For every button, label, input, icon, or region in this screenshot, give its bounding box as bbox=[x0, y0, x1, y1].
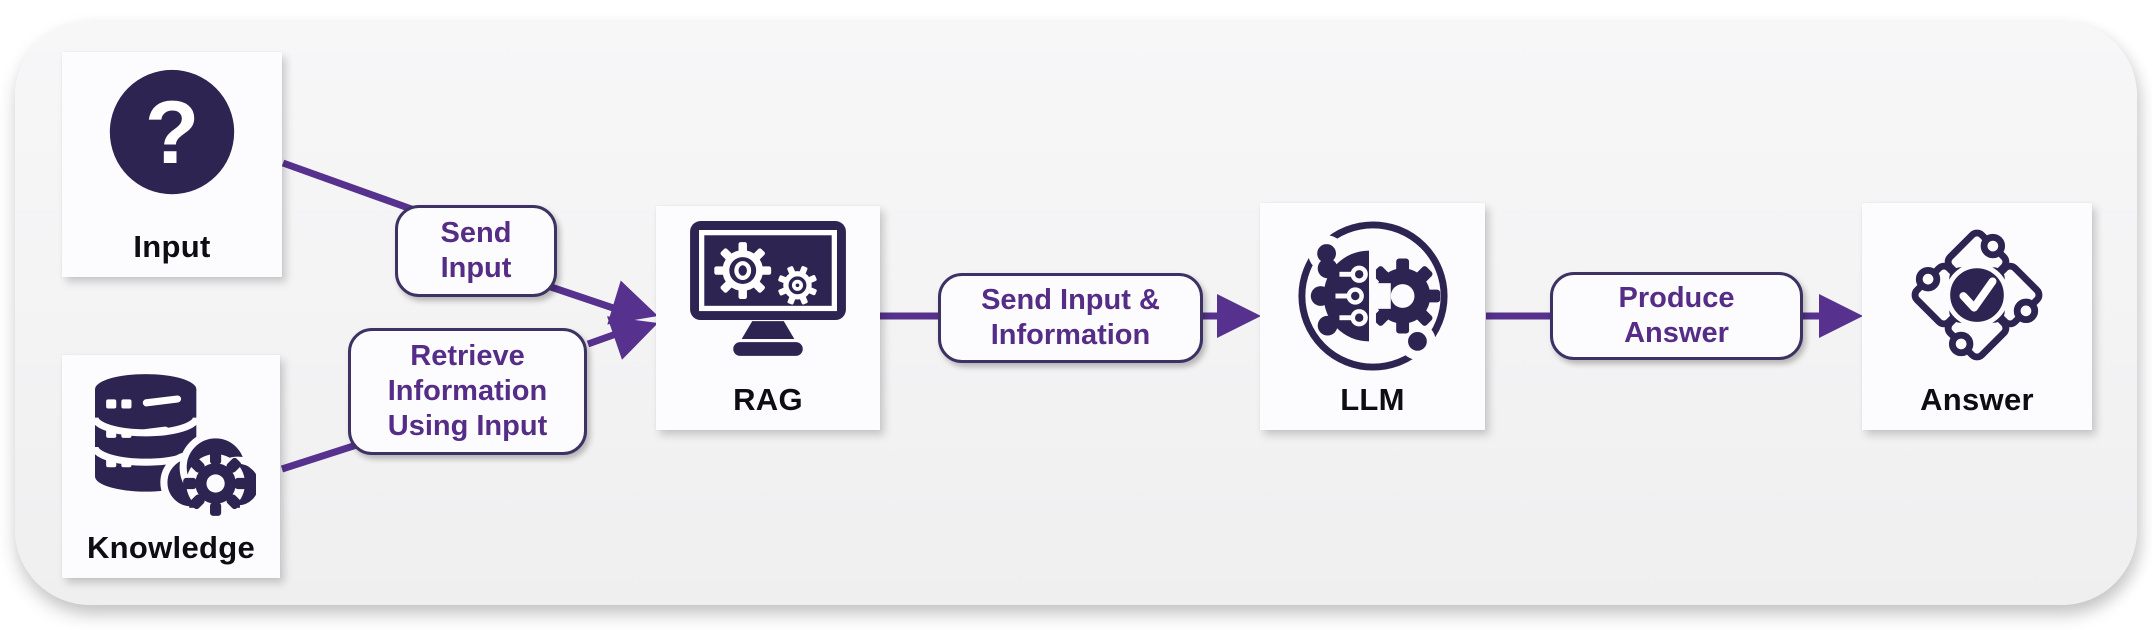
node-input: ? Input bbox=[62, 52, 282, 277]
question-glyph: ? bbox=[145, 82, 200, 182]
edge-label-send-input: Send Input bbox=[395, 205, 557, 297]
node-label-rag: RAG bbox=[733, 382, 803, 417]
question-icon: ? bbox=[104, 66, 240, 202]
monitor-gears-icon bbox=[689, 220, 847, 359]
node-llm: LLM bbox=[1260, 203, 1485, 430]
edge-label-text: Retrieve Information Using Input bbox=[387, 340, 548, 442]
edge-label-text: Send Input bbox=[440, 217, 512, 284]
node-rag: RAG bbox=[656, 206, 880, 430]
arrowhead-llm-to-answer bbox=[1819, 294, 1863, 338]
node-label-answer: Answer bbox=[1920, 382, 2034, 417]
edge-label-send-input-information: Send Input & Information bbox=[938, 273, 1203, 363]
arrowhead-rag-to-llm bbox=[1217, 294, 1261, 338]
node-label-llm: LLM bbox=[1340, 382, 1405, 417]
brain-gear-orbit-icon bbox=[1294, 217, 1452, 375]
arrowhead-input-to-rag bbox=[607, 280, 658, 325]
node-knowledge: Knowledge bbox=[62, 355, 280, 578]
edge-label-text: Send Input & Information bbox=[981, 284, 1160, 351]
node-label-knowledge: Knowledge bbox=[86, 530, 256, 565]
node-answer: Answer bbox=[1862, 203, 2092, 430]
edge-label-text: Produce Answer bbox=[1618, 282, 1735, 349]
puzzle-check-icon bbox=[1899, 217, 2055, 373]
edge-label-produce-answer: Produce Answer bbox=[1550, 272, 1803, 360]
edge-label-retrieve-information: Retrieve Information Using Input bbox=[348, 328, 587, 455]
arrowhead-knowledge-to-rag bbox=[607, 316, 658, 360]
node-label-input: Input bbox=[133, 229, 211, 264]
database-gear-icon bbox=[86, 369, 266, 521]
